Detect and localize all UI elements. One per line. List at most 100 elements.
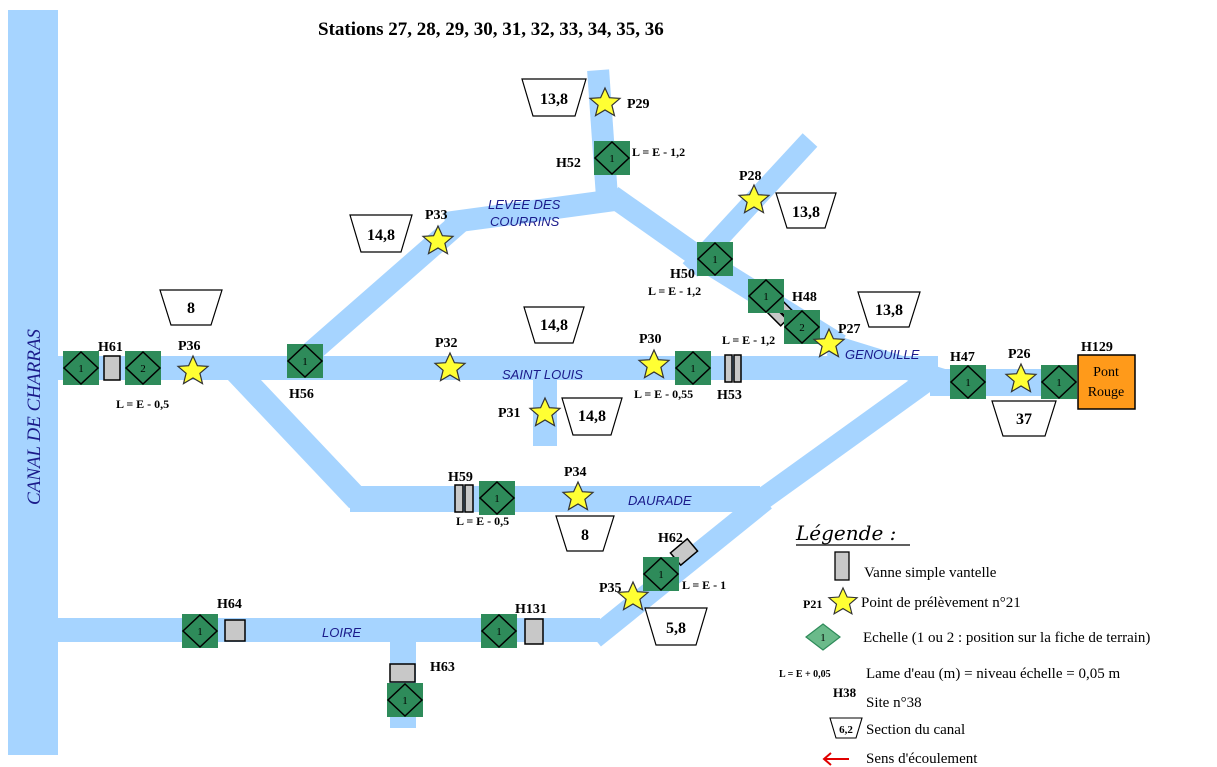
level-h50: L = E - 1,2 — [648, 284, 701, 298]
section-p33: 14,8 — [349, 214, 413, 253]
legend-gauge-icon: 1 — [805, 623, 841, 651]
gauge-h61-1: 1 — [62, 350, 100, 386]
canal-levee-east — [605, 187, 707, 267]
site-h63: H63 — [430, 660, 455, 675]
point-p28: P28 — [739, 169, 762, 184]
canal-label-loire: LOIRE — [322, 625, 361, 640]
gauge-h61-2: 2 — [124, 350, 162, 386]
site-h48: H48 — [792, 290, 817, 305]
site-h53: H53 — [717, 388, 742, 403]
legend-point-code: P21 — [803, 597, 822, 611]
svg-text:5,8: 5,8 — [666, 620, 686, 637]
svg-text:1: 1 — [690, 363, 696, 375]
section-p31: 14,8 — [561, 397, 623, 436]
point-p29: P29 — [627, 97, 650, 112]
site-h47: H47 — [950, 350, 975, 365]
svg-text:1: 1 — [197, 626, 203, 638]
site-h56: H56 — [289, 387, 314, 402]
canal-label-daurade: DAURADE — [628, 493, 692, 508]
svg-text:1: 1 — [712, 254, 718, 266]
gate-h53-a — [724, 354, 733, 383]
point-p33: P33 — [425, 208, 448, 223]
point-p32: P32 — [435, 336, 458, 351]
gauge-h131: 1 — [480, 613, 518, 649]
gauge-h50: 1 — [696, 241, 734, 277]
gauge-h47: 1 — [949, 364, 987, 400]
legend-section-text: Section du canal — [866, 722, 965, 738]
gate-h59-a — [454, 484, 464, 513]
site-h64: H64 — [217, 597, 242, 612]
site-h52: H52 — [556, 156, 581, 171]
svg-text:1: 1 — [402, 695, 408, 707]
point-p30: P30 — [639, 332, 662, 347]
point-p34: P34 — [564, 465, 587, 480]
canal-label-charras: CANAL DE CHARRAS — [24, 329, 45, 505]
svg-text:8: 8 — [581, 527, 589, 544]
point-labels: P29 P28 P33 P36 P32 P30 P27 P26 P31 P34 … — [178, 97, 1031, 596]
diagram-title: Stations 27, 28, 29, 30, 31, 32, 33, 34,… — [318, 19, 664, 40]
canal-label-levee-1: LEVEE DES — [488, 197, 561, 212]
svg-text:2: 2 — [799, 322, 805, 334]
svg-text:1: 1 — [763, 291, 769, 303]
legend-point-text: Point de prélèvement n°21 — [861, 595, 1021, 611]
canal-levee-top — [443, 189, 617, 234]
gauges: 1 2 1 1 1 1 2 1 1 1 1 1 1 1 1 — [62, 140, 1078, 718]
canal-daurade-west — [226, 361, 367, 509]
svg-text:1: 1 — [1056, 377, 1062, 389]
point-p35: P35 — [599, 581, 622, 596]
svg-text:1: 1 — [965, 377, 971, 389]
point-p31: P31 — [498, 406, 521, 421]
legend-level-text: Lame d'eau (m) = niveau échelle = 0,05 m — [866, 666, 1120, 682]
section-p36: 8 — [159, 289, 223, 326]
site-labels: H61 H56 H52 H50 H48 H47 H53 H129 H59 H62… — [98, 156, 1113, 675]
legend-flow-text: Sens d'écoulement — [866, 751, 978, 767]
level-h52: L = E - 1,2 — [632, 145, 685, 159]
site-h131: H131 — [515, 602, 547, 617]
svg-text:Pont: Pont — [1093, 365, 1119, 380]
site-h61: H61 — [98, 340, 123, 355]
canal-de-charras — [8, 10, 58, 755]
svg-text:1: 1 — [302, 356, 308, 368]
level-h53: L = E - 0,55 — [634, 387, 693, 401]
gate-h63 — [389, 663, 416, 683]
svg-text:14,8: 14,8 — [578, 408, 606, 425]
svg-text:6,2: 6,2 — [839, 724, 853, 736]
gauge-h48-2: 2 — [783, 309, 821, 345]
gauge-h53: 1 — [674, 350, 712, 386]
level-h59: L = E - 0,5 — [456, 514, 509, 528]
svg-text:1: 1 — [658, 569, 664, 581]
section-p35: 5,8 — [644, 607, 708, 646]
svg-text:13,8: 13,8 — [540, 91, 568, 108]
legend-flow-arrow-icon — [822, 752, 849, 766]
section-p26: 37 — [991, 400, 1057, 437]
point-p27: P27 — [838, 322, 861, 337]
gauge-h129: 1 — [1040, 364, 1078, 400]
legend-section-icon: 6,2 — [829, 717, 863, 739]
svg-text:1: 1 — [496, 626, 502, 638]
legend-gauge-text: Echelle (1 ou 2 : position sur la fiche … — [863, 630, 1150, 646]
canal-sections: 13,8 13,8 14,8 8 14,8 13,8 14,8 37 8 5,8 — [159, 78, 1057, 646]
gauge-h63: 1 — [386, 682, 424, 718]
level-labels: L = E - 0,5 L = E - 1,2 L = E - 1,2 L = … — [116, 145, 775, 592]
svg-text:14,8: 14,8 — [367, 227, 395, 244]
svg-text:1: 1 — [78, 363, 84, 375]
site-h50: H50 — [670, 267, 695, 282]
gauge-h56: 1 — [286, 343, 324, 379]
legend-title: Légende : — [795, 521, 896, 545]
canal-label-genouille: GENOUILLE — [845, 347, 920, 362]
legend-gate-text: Vanne simple vantelle — [864, 565, 997, 581]
gate-h131 — [524, 618, 544, 645]
svg-text:8: 8 — [187, 300, 195, 317]
legend-site-text: Site n°38 — [866, 695, 922, 711]
svg-text:13,8: 13,8 — [875, 302, 903, 319]
canal-diagonal-south — [587, 491, 772, 647]
canal-levee-north — [587, 69, 619, 211]
svg-text:13,8: 13,8 — [792, 204, 820, 221]
svg-text:14,8: 14,8 — [540, 317, 568, 334]
point-p26: P26 — [1008, 347, 1031, 362]
canal-diagonal-east — [743, 371, 935, 517]
section-p32: 14,8 — [523, 306, 585, 344]
canal-daurade — [350, 486, 760, 512]
gauge-h52: 1 — [593, 140, 631, 176]
gate-h64 — [224, 619, 246, 642]
